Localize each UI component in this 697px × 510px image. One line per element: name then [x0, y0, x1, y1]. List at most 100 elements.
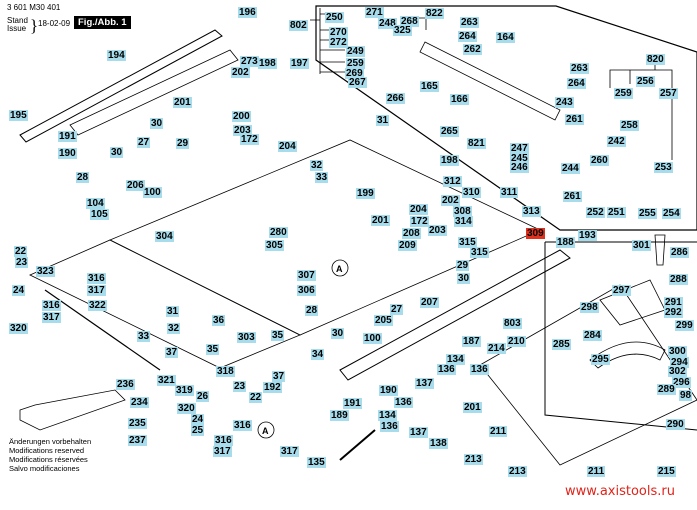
part-label-305[interactable]: 305 [265, 240, 284, 251]
part-label-199[interactable]: 199 [356, 188, 375, 199]
part-label-135[interactable]: 135 [307, 457, 326, 468]
part-label-286[interactable]: 286 [670, 247, 689, 258]
part-label-308[interactable]: 308 [453, 206, 472, 217]
part-label-302[interactable]: 302 [668, 366, 687, 377]
part-label-265[interactable]: 265 [440, 126, 459, 137]
part-label-244[interactable]: 244 [561, 163, 580, 174]
part-label-803[interactable]: 803 [503, 318, 522, 329]
part-label-297[interactable]: 297 [612, 285, 631, 296]
part-label-30[interactable]: 30 [150, 118, 164, 129]
part-label-30[interactable]: 30 [110, 147, 124, 158]
part-label-307[interactable]: 307 [297, 270, 316, 281]
part-label-322[interactable]: 322 [88, 300, 107, 311]
part-label-300[interactable]: 300 [668, 346, 687, 357]
part-label-36[interactable]: 36 [212, 315, 226, 326]
part-label-105[interactable]: 105 [90, 209, 109, 220]
part-label-22[interactable]: 22 [249, 392, 263, 403]
part-label-98[interactable]: 98 [679, 390, 693, 401]
part-label-203[interactable]: 203 [233, 125, 252, 136]
part-label-236[interactable]: 236 [116, 379, 135, 390]
part-label-248[interactable]: 248 [378, 18, 397, 29]
part-label-285[interactable]: 285 [552, 339, 571, 350]
part-label-317[interactable]: 317 [213, 446, 232, 457]
part-label-215[interactable]: 215 [657, 466, 676, 477]
part-label-321[interactable]: 321 [157, 375, 176, 386]
part-label-257[interactable]: 257 [659, 88, 678, 99]
part-label-253[interactable]: 253 [654, 162, 673, 173]
part-label-198[interactable]: 198 [258, 58, 277, 69]
part-label-195[interactable]: 195 [9, 110, 28, 121]
part-label-28[interactable]: 28 [76, 172, 90, 183]
part-label-261[interactable]: 261 [563, 191, 582, 202]
part-label-323[interactable]: 323 [36, 266, 55, 277]
part-label-204[interactable]: 204 [278, 141, 297, 152]
part-label-104[interactable]: 104 [86, 198, 105, 209]
part-label-251[interactable]: 251 [607, 207, 626, 218]
part-label-317[interactable]: 317 [42, 312, 61, 323]
part-label-34[interactable]: 34 [311, 349, 325, 360]
part-label-200[interactable]: 200 [232, 111, 251, 122]
part-label-316[interactable]: 316 [233, 420, 252, 431]
part-label-235[interactable]: 235 [128, 418, 147, 429]
part-label-26[interactable]: 26 [196, 391, 210, 402]
part-label-296[interactable]: 296 [672, 377, 691, 388]
part-label-172[interactable]: 172 [410, 216, 429, 227]
part-label-211[interactable]: 211 [489, 426, 508, 437]
part-label-303[interactable]: 303 [237, 332, 256, 343]
part-label-316[interactable]: 316 [42, 300, 61, 311]
part-label-299[interactable]: 299 [675, 320, 694, 331]
part-label-209[interactable]: 209 [398, 240, 417, 251]
part-label-25[interactable]: 25 [191, 425, 205, 436]
part-label-207[interactable]: 207 [420, 297, 439, 308]
part-label-306[interactable]: 306 [297, 285, 316, 296]
part-label-35[interactable]: 35 [206, 344, 220, 355]
part-label-28[interactable]: 28 [305, 305, 319, 316]
part-label-263[interactable]: 263 [460, 17, 479, 28]
part-label-284[interactable]: 284 [583, 330, 602, 341]
part-label-249[interactable]: 249 [346, 46, 365, 57]
part-label-315[interactable]: 315 [458, 237, 477, 248]
part-label-266[interactable]: 266 [386, 93, 405, 104]
part-label-320[interactable]: 320 [9, 323, 28, 334]
part-label-246[interactable]: 246 [510, 162, 529, 173]
part-label-291[interactable]: 291 [664, 297, 683, 308]
part-label-191[interactable]: 191 [58, 131, 77, 142]
part-label-301[interactable]: 301 [632, 240, 651, 251]
part-label-317[interactable]: 317 [87, 285, 106, 296]
part-label-822[interactable]: 822 [425, 8, 444, 19]
part-label-136[interactable]: 136 [394, 397, 413, 408]
part-label-214[interactable]: 214 [487, 343, 506, 354]
part-label-188[interactable]: 188 [556, 237, 575, 248]
part-label-309[interactable]: 309 [526, 228, 545, 239]
part-label-201[interactable]: 201 [463, 402, 482, 413]
part-label-137[interactable]: 137 [415, 378, 434, 389]
part-label-295[interactable]: 295 [591, 354, 610, 365]
part-label-206[interactable]: 206 [126, 180, 145, 191]
part-label-35[interactable]: 35 [271, 330, 285, 341]
part-label-193[interactable]: 193 [578, 230, 597, 241]
part-label-37[interactable]: 37 [165, 347, 179, 358]
part-label-134[interactable]: 134 [446, 354, 465, 365]
part-label-29[interactable]: 29 [456, 260, 470, 271]
part-label-201[interactable]: 201 [371, 215, 390, 226]
part-label-255[interactable]: 255 [638, 208, 657, 219]
part-label-33[interactable]: 33 [137, 331, 151, 342]
part-label-290[interactable]: 290 [666, 419, 685, 430]
part-label-136[interactable]: 136 [380, 421, 399, 432]
part-label-319[interactable]: 319 [175, 385, 194, 396]
part-label-318[interactable]: 318 [216, 366, 235, 377]
part-label-242[interactable]: 242 [607, 136, 626, 147]
part-label-273[interactable]: 273 [240, 56, 259, 67]
part-label-254[interactable]: 254 [662, 208, 681, 219]
part-label-310[interactable]: 310 [462, 187, 481, 198]
part-label-202[interactable]: 202 [441, 195, 460, 206]
part-label-24[interactable]: 24 [191, 414, 205, 425]
part-label-213[interactable]: 213 [464, 454, 483, 465]
part-label-31[interactable]: 31 [166, 306, 180, 317]
part-label-202[interactable]: 202 [231, 67, 250, 78]
part-label-292[interactable]: 292 [664, 307, 683, 318]
part-label-288[interactable]: 288 [669, 274, 688, 285]
part-label-211[interactable]: 211 [587, 466, 606, 477]
part-label-264[interactable]: 264 [567, 78, 586, 89]
part-label-190[interactable]: 190 [58, 148, 77, 159]
